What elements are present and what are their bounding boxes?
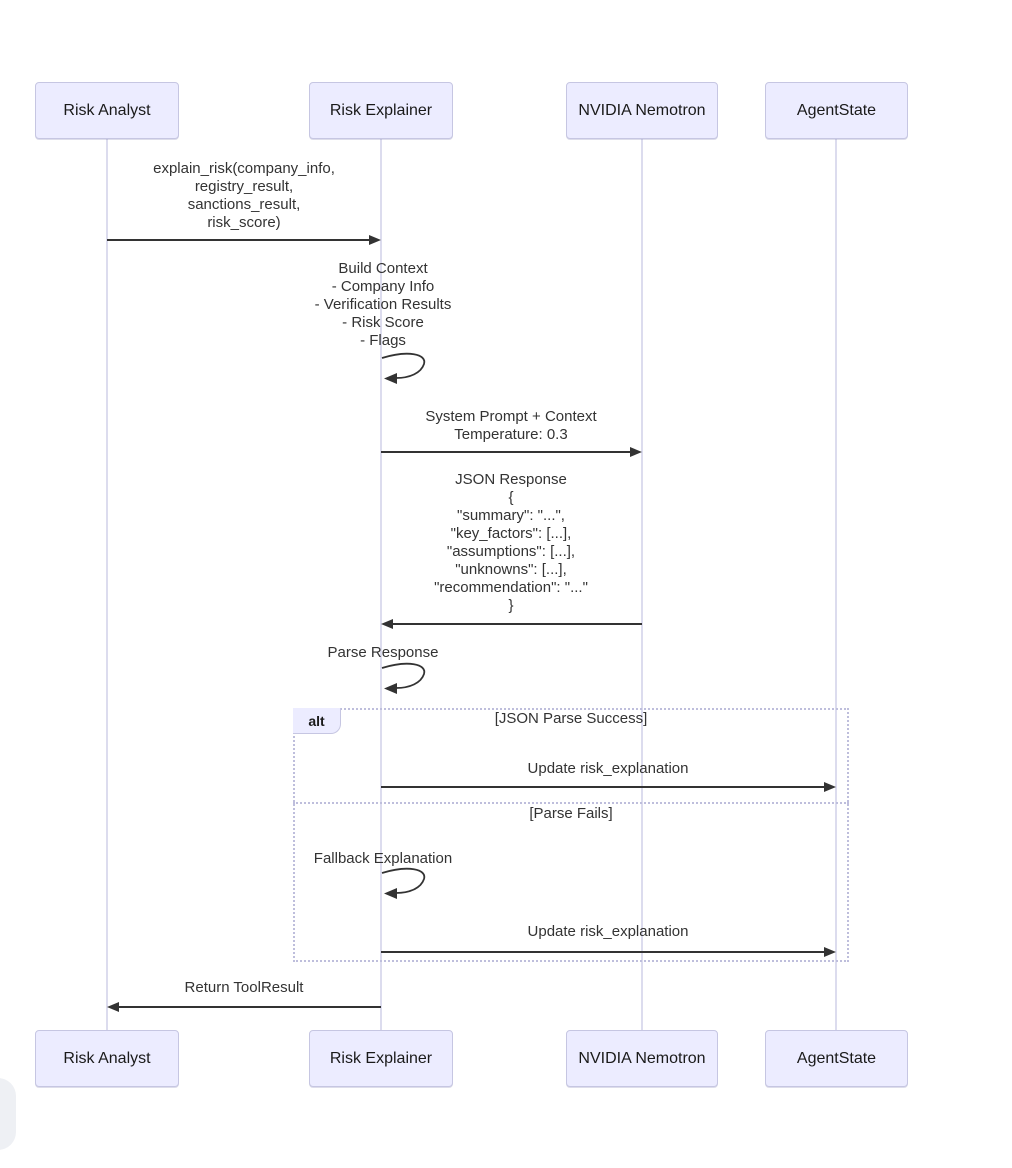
actor-bottom-nvidia-nemotron: NVIDIA Nemotron [566,1030,718,1087]
actor-bottom-risk-analyst: Risk Analyst [35,1030,179,1087]
message-update-success: Update risk_explanation [527,760,689,777]
actor-bottom-agentstate: AgentState [765,1030,908,1087]
arrow-json-response [391,623,642,625]
arrow-update-fail [381,951,824,953]
actor-bottom-risk-explainer: Risk Explainer [309,1030,453,1087]
arrowhead-left-icon [107,1002,119,1012]
self-loop-icon [381,662,426,694]
arrowhead-right-icon [824,947,836,957]
actor-top-nvidia-nemotron: NVIDIA Nemotron [566,82,718,139]
alt-case-success: [JSON Parse Success] [494,710,648,727]
lifeline-agentstate [835,139,837,1030]
actor-top-agentstate: AgentState [765,82,908,139]
alt-frame [293,708,849,962]
actor-top-risk-explainer: Risk Explainer [309,82,453,139]
alt-divider [293,802,849,804]
message-return-toolresult: Return ToolResult [184,979,304,996]
message-fallback: Fallback Explanation [313,850,453,867]
arrow-system-prompt [381,451,631,453]
arrow-explain-risk [107,239,371,241]
message-build-context: Build Context - Company Info - Verificat… [314,260,452,349]
arrow-update-success [381,786,824,788]
self-loop-icon [381,867,426,899]
arrow-return-toolresult [117,1006,381,1008]
message-json-response: JSON Response { "summary": "...", "key_f… [434,471,588,614]
self-loop-icon [381,352,426,384]
message-parse-response: Parse Response [327,644,439,661]
lifeline-nvidia-nemotron [641,139,643,1030]
lifeline-risk-analyst [106,139,108,1030]
actor-top-risk-analyst: Risk Analyst [35,82,179,139]
alt-label: alt [293,708,341,734]
arrowhead-right-icon [824,782,836,792]
alt-case-fail: [Parse Fails] [529,805,613,822]
lifeline-risk-explainer [380,139,382,1030]
message-update-fail: Update risk_explanation [527,923,689,940]
arrowhead-right-icon [369,235,381,245]
message-explain-risk: explain_risk(company_info, registry_resu… [153,160,335,231]
message-system-prompt: System Prompt + Context Temperature: 0.3 [425,408,597,443]
arrowhead-left-icon [381,619,393,629]
edge-pill-decoration [0,1078,16,1150]
arrowhead-right-icon [630,447,642,457]
